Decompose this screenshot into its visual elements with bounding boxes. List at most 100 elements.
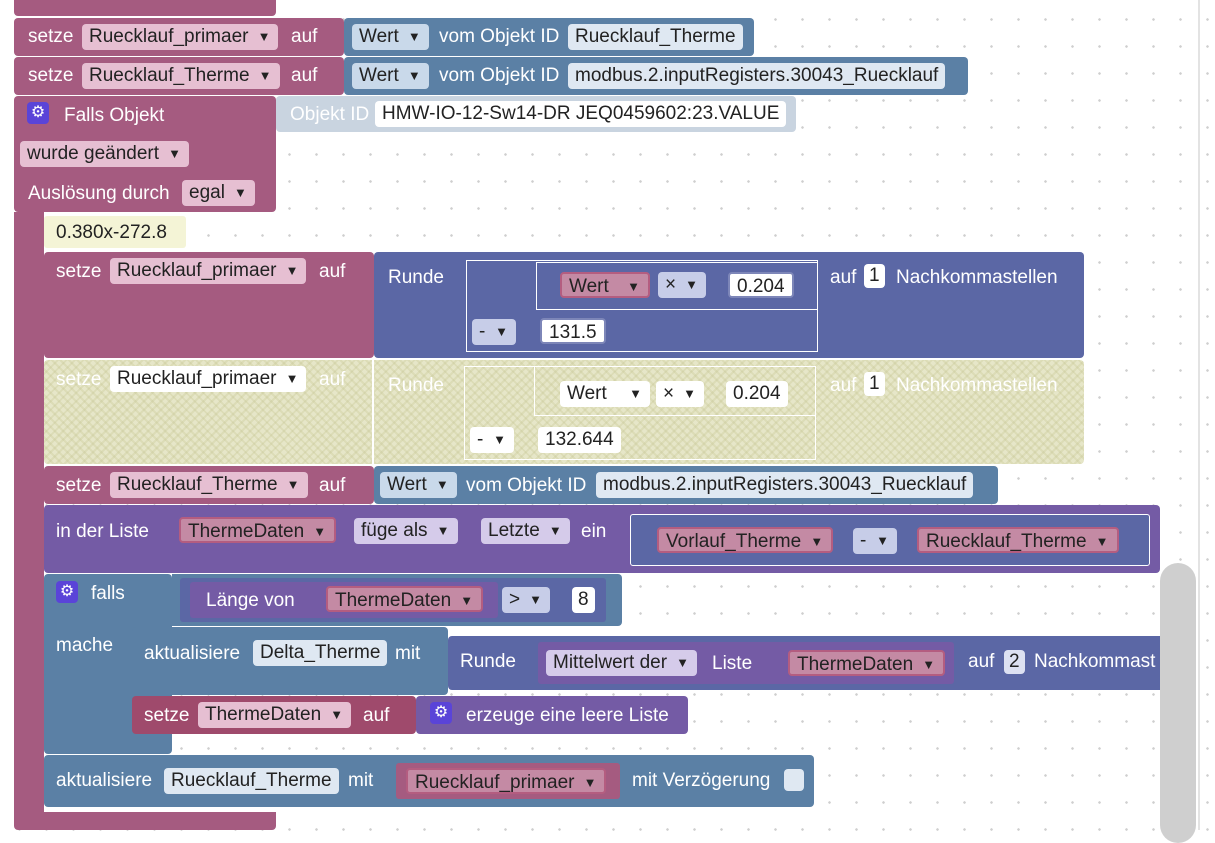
- mean-function-dropdown[interactable]: Mittelwert der▼: [546, 650, 698, 676]
- list-variable-dropdown[interactable]: ThermeDaten▼: [788, 650, 946, 676]
- variable-dropdown[interactable]: Ruecklauf_Therme▼: [82, 63, 280, 89]
- chevron-down-icon: ▼: [313, 524, 327, 539]
- objekt-id-field[interactable]: HMW-IO-12-Sw14-DR JEQ0459602:23.VALUE: [375, 101, 787, 127]
- factor-number-field[interactable]: 0.204: [728, 272, 794, 298]
- auf-label: auf: [968, 651, 995, 672]
- digits-field[interactable]: 2: [1004, 650, 1025, 674]
- wert-dropdown[interactable]: Wert▼: [380, 472, 457, 498]
- vertical-scrollbar[interactable]: [1160, 563, 1196, 843]
- aktualisiere-final-block[interactable]: aktualisiere Ruecklauf_Therme mit Rueckl…: [44, 755, 814, 807]
- ruecklauf-variable-dropdown[interactable]: Ruecklauf_Therme▼: [917, 527, 1119, 553]
- objekt-id-block[interactable]: Objekt ID HMW-IO-12-Sw14-DR JEQ0459602:2…: [276, 96, 796, 132]
- set-var-block-1[interactable]: setze Ruecklauf_primaer▼ auf: [14, 18, 344, 56]
- auf-label: auf: [363, 705, 390, 726]
- list-variable-dropdown[interactable]: ThermeDaten▼: [326, 586, 484, 612]
- set-var-block-2[interactable]: setze Ruecklauf_Therme▼ auf: [14, 57, 344, 95]
- variable-dropdown[interactable]: Ruecklauf_primaer▼: [110, 366, 307, 392]
- object-id-field[interactable]: modbus.2.inputRegisters.30043_Ruecklauf: [568, 63, 946, 89]
- set-list-empty-block[interactable]: setze ThermeDaten▼ auf: [132, 696, 416, 734]
- chevron-down-icon: ▼: [407, 68, 421, 83]
- get-value-block-2[interactable]: Wert▼ vom Objekt ID modbus.2.inputRegist…: [344, 57, 968, 95]
- auf-label: auf: [291, 65, 318, 86]
- variable-dropdown[interactable]: Ruecklauf_primaer▼: [406, 768, 607, 794]
- compare-number-field[interactable]: 8: [572, 587, 595, 613]
- digits-field[interactable]: 1: [864, 372, 885, 396]
- set-var-block-therme[interactable]: setze Ruecklauf_Therme▼ auf: [44, 466, 374, 504]
- object-id-field[interactable]: modbus.2.inputRegisters.30043_Ruecklauf: [596, 472, 974, 498]
- variable-dropdown[interactable]: Ruecklauf_Therme▼: [110, 472, 308, 498]
- auf-label: auf: [291, 26, 318, 47]
- round-block-active[interactable]: Runde Wert▼ ×▼ 0.204 -▼ 131.5 auf 1 Nach…: [374, 252, 1084, 358]
- subtract-block[interactable]: Vorlauf_Therme▼ -▼ Ruecklauf_Therme▼: [630, 514, 1150, 566]
- get-value-block-1[interactable]: Wert▼ vom Objekt ID Ruecklauf_Therme: [344, 18, 754, 56]
- mit-label: mit: [395, 643, 421, 664]
- factor-number-field[interactable]: 0.204: [726, 381, 788, 407]
- chevron-down-icon: ▼: [286, 477, 300, 492]
- previous-block-stub: [14, 0, 276, 16]
- chevron-down-icon: ▼: [876, 533, 889, 548]
- vom-objekt-id-label: vom Objekt ID: [466, 475, 587, 496]
- chevron-down-icon: ▼: [285, 371, 299, 386]
- ausloesung-dropdown[interactable]: egal▼: [182, 180, 255, 206]
- wert-dropdown[interactable]: Wert▼: [352, 63, 429, 89]
- variable-dropdown[interactable]: ThermeDaten▼: [198, 702, 352, 728]
- length-of-block[interactable]: Länge von ThermeDaten▼: [190, 582, 498, 618]
- wert-variable-dropdown[interactable]: Wert▼: [560, 272, 650, 298]
- auf-label: auf: [830, 267, 857, 288]
- variable-dropdown[interactable]: Ruecklauf_primaer▼: [110, 258, 307, 284]
- gear-icon[interactable]: ⚙: [430, 702, 452, 724]
- set-var-block-disabled[interactable]: setze Ruecklauf_primaer▼ auf Runde Wert▼…: [44, 360, 1084, 464]
- auf-label: auf: [319, 369, 346, 390]
- minus-operator-dropdown[interactable]: -▼: [853, 528, 897, 554]
- offset-number-field[interactable]: 131.5: [540, 318, 606, 344]
- vom-objekt-id-label: vom Objekt ID: [439, 26, 560, 47]
- set-var-block-active[interactable]: setze Ruecklauf_primaer▼ auf: [44, 252, 374, 358]
- setze-label: setze: [28, 26, 74, 47]
- list-variable-dropdown[interactable]: ThermeDaten▼: [179, 517, 337, 543]
- gear-icon[interactable]: ⚙: [27, 102, 49, 124]
- laenge-von-label: Länge von: [206, 590, 295, 611]
- compare-block[interactable]: Länge von ThermeDaten▼ >▼ 8: [180, 578, 606, 622]
- digits-field[interactable]: 1: [864, 264, 885, 288]
- insert-mode-dropdown[interactable]: füge als▼: [354, 518, 458, 544]
- chevron-down-icon: ▼: [407, 29, 421, 44]
- times-operator-dropdown[interactable]: ×▼: [656, 381, 704, 407]
- comment-block[interactable]: 0.380x-272.8: [44, 216, 186, 248]
- wert-dropdown[interactable]: Wert▼: [352, 24, 429, 50]
- chevron-down-icon: ▼: [257, 29, 271, 44]
- insert-where-dropdown[interactable]: Letzte▼: [481, 518, 570, 544]
- value-variable-block[interactable]: Ruecklauf_primaer▼: [396, 763, 620, 799]
- auf-label: auf: [319, 261, 346, 282]
- round-block-delta[interactable]: Runde Mittelwert der▼ Liste ThermeDaten▼…: [448, 636, 1160, 690]
- wert-variable-dropdown[interactable]: Wert▼: [560, 381, 650, 407]
- empty-list-block[interactable]: ⚙ erzeuge eine leere Liste: [416, 696, 688, 734]
- ruecklauf-therme-field[interactable]: Ruecklauf_Therme: [164, 768, 339, 794]
- mit-label: mit: [348, 770, 374, 791]
- arith-times-block[interactable]: [534, 366, 816, 416]
- chevron-down-icon: ▼: [685, 277, 698, 292]
- delta-therme-field[interactable]: Delta_Therme: [253, 640, 388, 666]
- trigger-block[interactable]: ⚙ Falls Objekt wurde geändert▼ Auslösung…: [14, 96, 276, 212]
- minus-operator-dropdown[interactable]: -▼: [470, 427, 514, 453]
- setze-label: setze: [28, 65, 74, 86]
- get-value-block-therme[interactable]: Wert▼ vom Objekt ID modbus.2.inputRegist…: [374, 466, 998, 504]
- block-divider: [372, 360, 374, 464]
- object-id-field[interactable]: Ruecklauf_Therme: [568, 24, 743, 50]
- variable-dropdown[interactable]: Ruecklauf_primaer▼: [82, 24, 279, 50]
- aktualisiere-label: aktualisiere: [144, 643, 241, 664]
- falls-objekt-label: Falls Objekt: [64, 105, 165, 126]
- liste-label: Liste: [712, 653, 753, 674]
- aktualisiere-delta-block[interactable]: aktualisiere Delta_Therme mit: [132, 627, 448, 695]
- vorlauf-variable-dropdown[interactable]: Vorlauf_Therme▼: [657, 527, 834, 553]
- times-operator-dropdown[interactable]: ×▼: [658, 272, 706, 298]
- gear-icon[interactable]: ⚙: [56, 581, 78, 603]
- condition-dropdown[interactable]: wurde geändert▼: [20, 141, 190, 167]
- mean-of-list-block[interactable]: Mittelwert der▼ Liste ThermeDaten▼: [538, 642, 954, 684]
- list-insert-block[interactable]: in der Liste ThermeDaten▼ füge als▼ Letz…: [44, 505, 1160, 573]
- offset-number-field[interactable]: 132.644: [538, 427, 621, 453]
- greater-operator-dropdown[interactable]: >▼: [502, 587, 550, 613]
- trigger-bottom-bar: [14, 812, 276, 830]
- minus-operator-dropdown[interactable]: -▼: [472, 319, 516, 345]
- delay-checkbox[interactable]: [784, 769, 804, 791]
- chevron-down-icon: ▼: [258, 68, 272, 83]
